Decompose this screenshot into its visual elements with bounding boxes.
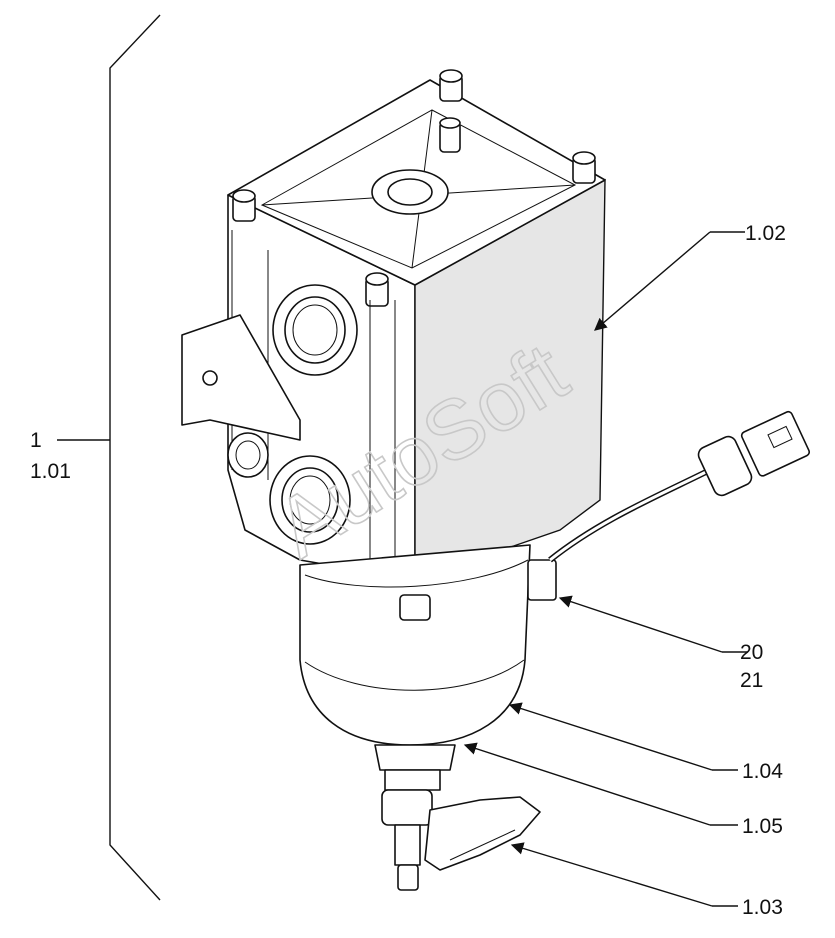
label-20: 20: [740, 641, 763, 664]
drain-fitting: [374, 744, 456, 891]
outlet-port-lower: [269, 455, 351, 545]
label-1-04: 1.04: [742, 760, 783, 783]
mounting-bracket: [181, 314, 301, 441]
label-1-02: 1.02: [745, 222, 786, 245]
label-1-05: 1.05: [742, 815, 783, 838]
leader-1-04: [508, 702, 713, 771]
leader-1-03: [510, 842, 713, 907]
leader-1-05: [463, 742, 711, 826]
filter-bowl: [299, 544, 531, 746]
side-port-small: [227, 432, 269, 478]
label-21: 21: [740, 669, 763, 692]
label-1-03: 1.03: [742, 896, 783, 919]
assembly-bracket: [109, 14, 161, 901]
sensor-connector: [527, 410, 811, 601]
drain-valve-handle: [424, 796, 541, 871]
inlet-port-upper: [272, 284, 358, 376]
leader-lines: [57, 231, 748, 907]
label-1: 1: [30, 429, 42, 452]
label-1-01: 1.01: [30, 460, 71, 483]
leader-1-02: [594, 231, 711, 331]
leader-20: [558, 595, 723, 653]
